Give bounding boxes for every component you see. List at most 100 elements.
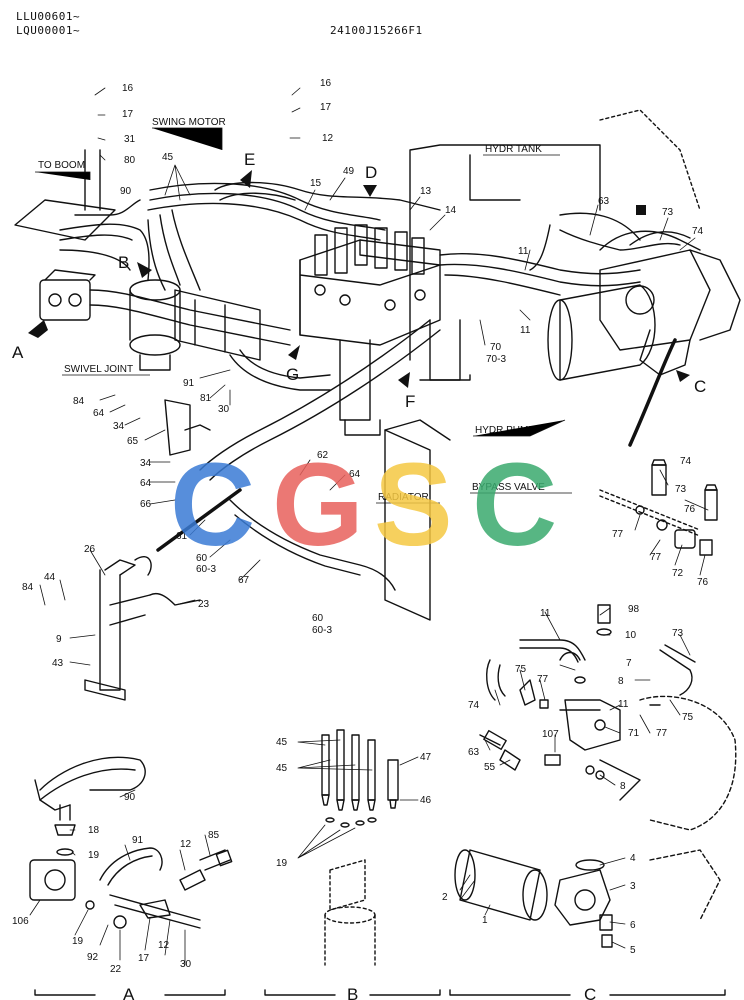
view-arrow-g [288, 345, 300, 360]
section-a-bracket [34, 989, 226, 996]
part-number: 63 [598, 196, 610, 207]
part-number: 90 [124, 792, 136, 803]
bypass-valve-parts [599, 459, 718, 556]
part-number: 92 [87, 952, 99, 963]
control-valve-block [299, 224, 441, 346]
view-arrow-b [137, 262, 152, 278]
part-number: 75 [682, 712, 694, 723]
part-number: 23 [198, 599, 210, 610]
part-number: 5 [630, 945, 636, 956]
part-number: 76 [684, 504, 696, 515]
part-number: 77 [537, 674, 549, 685]
part-number: 77 [612, 529, 624, 540]
part-number: 17 [320, 102, 332, 113]
part-number: 64 [349, 469, 361, 480]
part-number: 74 [692, 226, 704, 237]
part-number: 11 [618, 699, 629, 710]
part-number: 11 [518, 246, 529, 257]
part-number: 6 [630, 920, 636, 931]
part-number: 16 [122, 83, 134, 94]
section-b-parts [321, 729, 399, 966]
label-swing-motor: SWING MOTOR [152, 117, 226, 128]
hydraulic-pump [599, 249, 741, 376]
part-number: 3 [630, 881, 636, 892]
section-c-parts [454, 849, 613, 948]
part-number: 64 [93, 408, 105, 419]
part-number: 60-3 [312, 625, 332, 636]
part-number: 15 [310, 178, 322, 189]
part-number: 60-3 [196, 564, 216, 575]
part-number: 17 [138, 953, 150, 964]
part-number: 64 [140, 478, 152, 489]
part-number: 84 [22, 582, 34, 593]
part-number: 63 [468, 747, 480, 758]
part-number: 60 [312, 613, 324, 624]
part-number: 107 [542, 729, 559, 740]
part-number: 16 [320, 78, 332, 89]
swivel-joint [129, 279, 181, 371]
part-number: 84 [73, 396, 85, 407]
part-number: 91 [132, 835, 144, 846]
swing-motor [174, 289, 261, 361]
label-to-boom: TO BOOM [38, 160, 85, 171]
part-number: 77 [650, 552, 662, 563]
section-label-c: C [584, 985, 596, 1000]
part-number: 30 [180, 959, 192, 970]
part-number: 70 [490, 342, 502, 353]
part-number: 12 [158, 940, 170, 951]
serial-number-2: LQU00001~ [16, 24, 81, 37]
part-number: 60 [196, 553, 208, 564]
part-number: 19 [88, 850, 100, 861]
section-b-bracket [264, 989, 441, 996]
part-number: 13 [420, 186, 432, 197]
arrow-letter-a: A [12, 343, 24, 362]
view-arrow-d [363, 185, 377, 197]
bracket-assembly [84, 556, 201, 701]
part-number: 8 [620, 781, 626, 792]
part-number: 66 [140, 499, 152, 510]
watermark-letter: C [170, 445, 255, 555]
part-number: 4 [630, 853, 636, 864]
part-number: 70-3 [486, 354, 506, 365]
part-number: 10 [625, 630, 637, 641]
watermark-letter: C [472, 445, 557, 555]
part-number: 98 [628, 604, 640, 615]
part-number: 49 [343, 166, 355, 177]
part-number: 8 [618, 676, 624, 687]
to-boom-plate [14, 199, 116, 241]
part-number: 90 [120, 186, 132, 197]
label-hydr-tank: HYDR TANK [485, 144, 542, 155]
part-number: 11 [520, 325, 531, 336]
drawing-number: 24100J15266F1 [330, 24, 423, 37]
part-number: 26 [84, 544, 96, 555]
part-number: 61 [176, 531, 188, 542]
part-number: 74 [468, 700, 480, 711]
arrow-letter-c: C [694, 377, 706, 396]
radiator-outline [384, 429, 431, 621]
section-label-a: A [123, 985, 135, 1000]
part-number: 9 [56, 634, 62, 645]
part-number: 67 [238, 575, 250, 586]
part-number: 19 [72, 936, 84, 947]
part-number: 43 [52, 658, 64, 669]
part-number: 73 [662, 207, 674, 218]
detail-bypass-assembly [479, 604, 696, 801]
part-number: 75 [515, 664, 527, 675]
part-number: 80 [124, 155, 136, 166]
part-number: 18 [88, 825, 100, 836]
part-number: 14 [445, 205, 457, 216]
view-arrow-e [240, 170, 252, 188]
part-number: 12 [180, 839, 192, 850]
section-a-parts [29, 756, 233, 929]
part-number: 46 [420, 795, 432, 806]
part-number: 22 [110, 964, 122, 975]
view-arrow-f [398, 372, 410, 388]
part-number: 44 [44, 572, 56, 583]
part-number: 55 [484, 762, 496, 773]
part-number: 11 [540, 608, 551, 619]
part-number: 2 [442, 892, 448, 903]
part-number: 65 [127, 436, 139, 447]
part-number: 45 [276, 763, 288, 774]
part-number: 34 [140, 458, 152, 469]
part-number: 45 [162, 152, 174, 163]
